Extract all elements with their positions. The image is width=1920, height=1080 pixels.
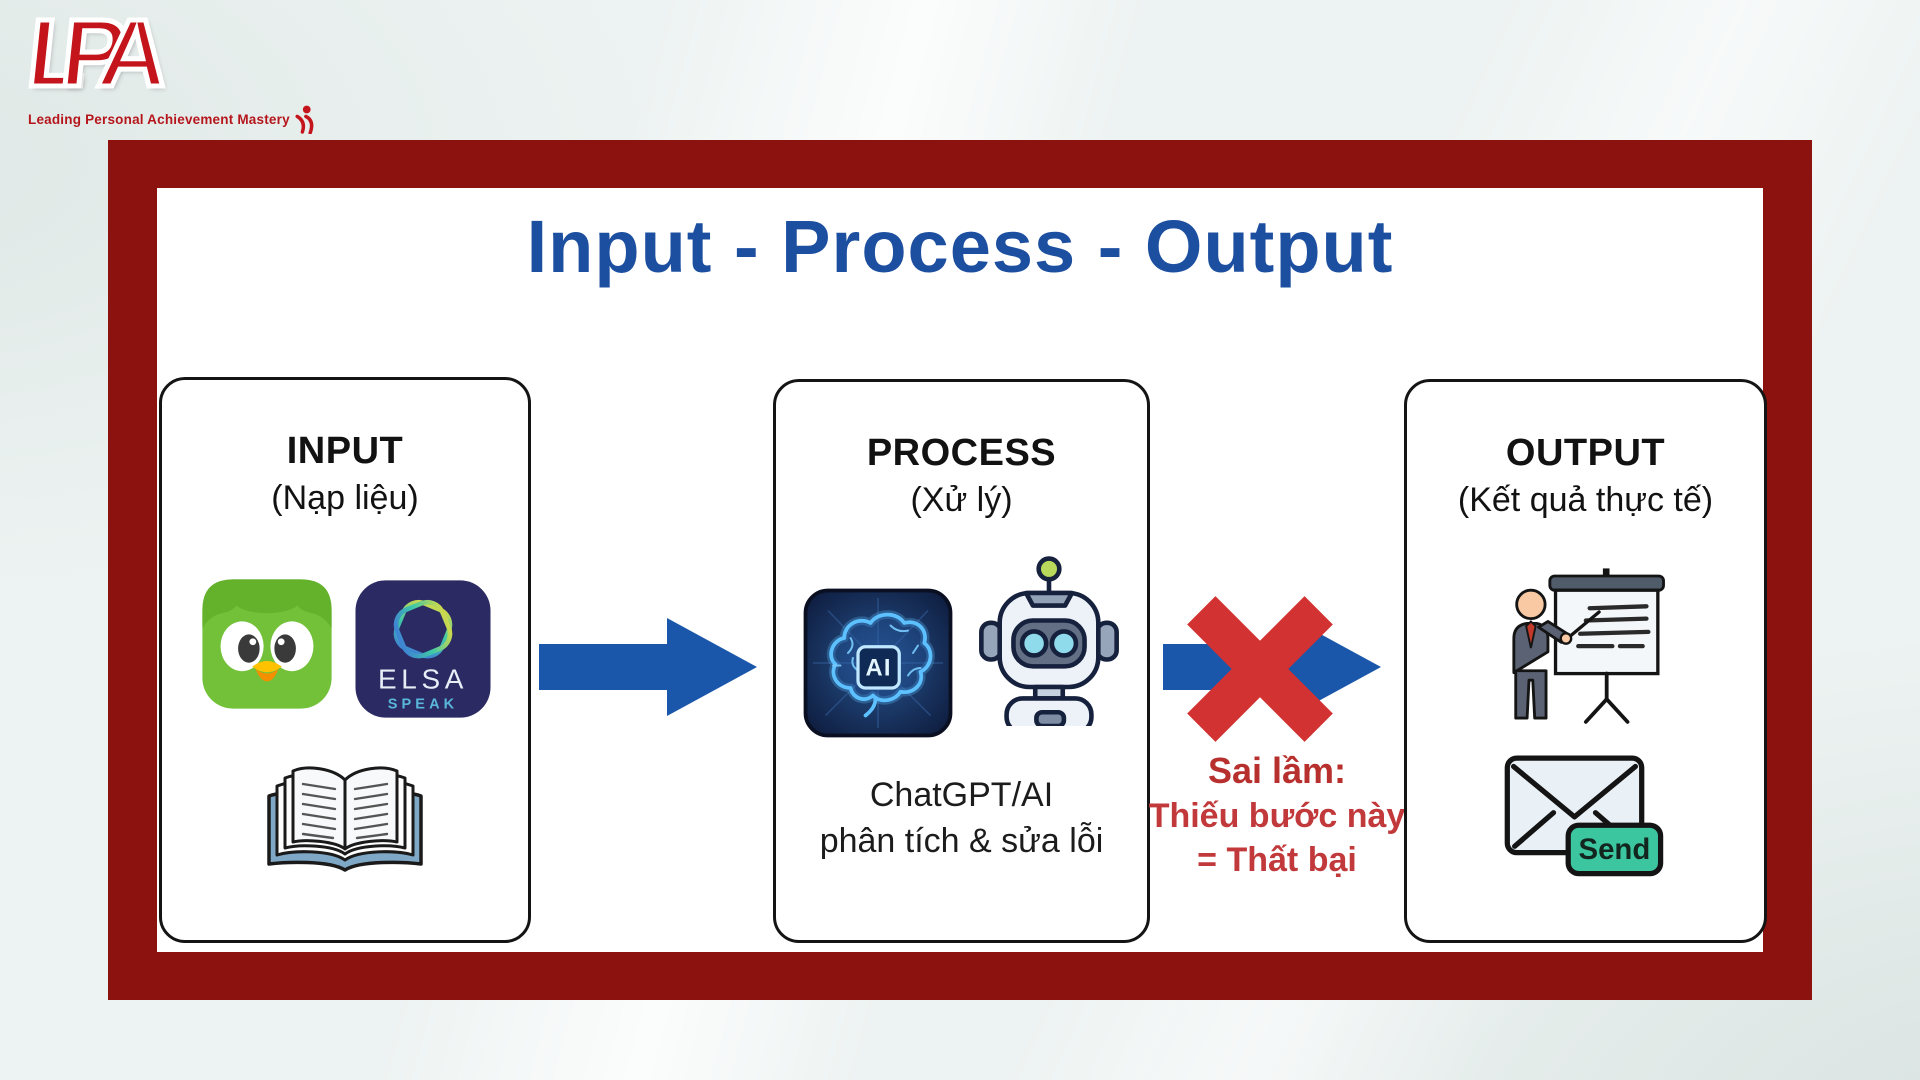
robot-icon bbox=[979, 556, 1119, 726]
output-title: OUTPUT bbox=[1505, 432, 1666, 474]
red-x-icon bbox=[1187, 596, 1333, 742]
envelope-send-icon: Send bbox=[1504, 755, 1664, 877]
process-title: PROCESS bbox=[866, 432, 1057, 474]
logo-tagline: Leading Personal Achievement Mastery bbox=[28, 111, 290, 127]
logo-letters: LPA bbox=[20, 0, 333, 110]
presenter-icon bbox=[1512, 568, 1665, 724]
ai-chip-label: AI bbox=[866, 655, 892, 682]
elsa-speak-app-icon: ELSA SPEAK bbox=[355, 580, 491, 718]
input-title: INPUT bbox=[286, 430, 404, 472]
main-title: Input - Process - Output bbox=[526, 205, 1394, 288]
process-subtitle: (Xử lý) bbox=[910, 481, 1013, 519]
lpa-logo: LPA Leading Personal Achievement Mastery bbox=[20, 0, 328, 134]
process-caption-line1: ChatGPT/AI bbox=[869, 776, 1054, 814]
elsa-label: ELSA bbox=[378, 664, 468, 695]
arrow-input-to-process-icon bbox=[539, 618, 757, 716]
open-book-icon bbox=[267, 766, 423, 872]
diagram-panel: Input - Process - Output INPUT (Nạp liệu… bbox=[157, 188, 1767, 952]
input-box: INPUT (Nạp liệu) bbox=[159, 377, 531, 943]
ai-brain-icon: AI bbox=[803, 588, 953, 738]
output-subtitle: (Kết quả thực tế) bbox=[1457, 481, 1714, 519]
duolingo-app-icon bbox=[202, 579, 332, 709]
output-box: OUTPUT (Kết quả thực tế) bbox=[1404, 379, 1767, 943]
maroon-frame: Input - Process - Output INPUT (Nạp liệu… bbox=[108, 140, 1812, 1000]
logo-letter-a: A bbox=[91, 0, 177, 110]
input-subtitle: (Nạp liệu) bbox=[271, 479, 419, 517]
warning-line3: = Thất bại bbox=[1197, 841, 1357, 879]
process-caption: ChatGPT/AI phân tích & sửa lỗi bbox=[776, 772, 1147, 864]
elsa-speak-label: SPEAK bbox=[388, 696, 458, 712]
logo-swoosh-icon bbox=[295, 105, 314, 134]
send-button-label: Send bbox=[1578, 833, 1650, 866]
warning-line2: Thiếu bước này bbox=[1148, 797, 1406, 835]
warning-line1: Sai lầm: bbox=[1207, 750, 1347, 791]
process-caption-line2: phân tích & sửa lỗi bbox=[819, 822, 1104, 860]
warning-text: Sai lầm: Thiếu bước này = Thất bại bbox=[1142, 748, 1412, 882]
process-box: PROCESS (Xử lý) bbox=[773, 379, 1150, 943]
